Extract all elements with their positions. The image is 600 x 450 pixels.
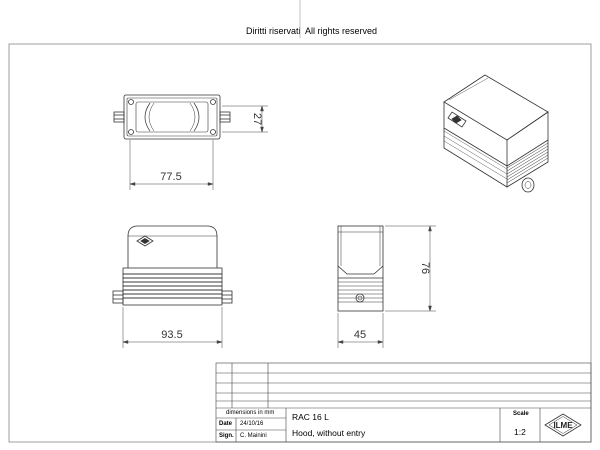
scale-label: Scale xyxy=(513,411,529,417)
date-value: 24/10/16 xyxy=(240,421,264,427)
scale-value: 1:2 xyxy=(514,427,526,437)
dim-top-height: 27 xyxy=(251,113,263,125)
top-view-dimensions xyxy=(129,105,268,190)
part-code: RAC 16 L xyxy=(292,412,329,422)
side-view-dimensions xyxy=(337,225,436,348)
ilme-logo-mark xyxy=(544,413,582,437)
sign-value: C. Mainini xyxy=(240,433,267,439)
front-view-dimensions xyxy=(122,307,223,348)
date-label: Date xyxy=(219,421,233,427)
dim-side-height: 76 xyxy=(419,262,431,274)
front-view xyxy=(112,225,233,306)
side-view xyxy=(337,225,384,312)
ilme-logo-text: ILME xyxy=(553,421,573,430)
title-block xyxy=(215,362,592,443)
units-label: dimensions in mm xyxy=(226,410,275,416)
sign-label: Sign. xyxy=(219,433,234,439)
dim-side-width: 45 xyxy=(354,329,366,341)
drawing-frame xyxy=(8,43,592,443)
rights-reserved-it: Diritti riservati xyxy=(246,26,301,36)
dim-top-width: 77.5 xyxy=(160,171,181,183)
part-description: Hood, without entry xyxy=(292,428,366,438)
dim-front-width: 93.5 xyxy=(161,329,182,341)
rights-reserved-en: All rights reserved xyxy=(305,26,378,36)
top-view xyxy=(113,94,231,140)
isometric-view xyxy=(443,74,549,193)
